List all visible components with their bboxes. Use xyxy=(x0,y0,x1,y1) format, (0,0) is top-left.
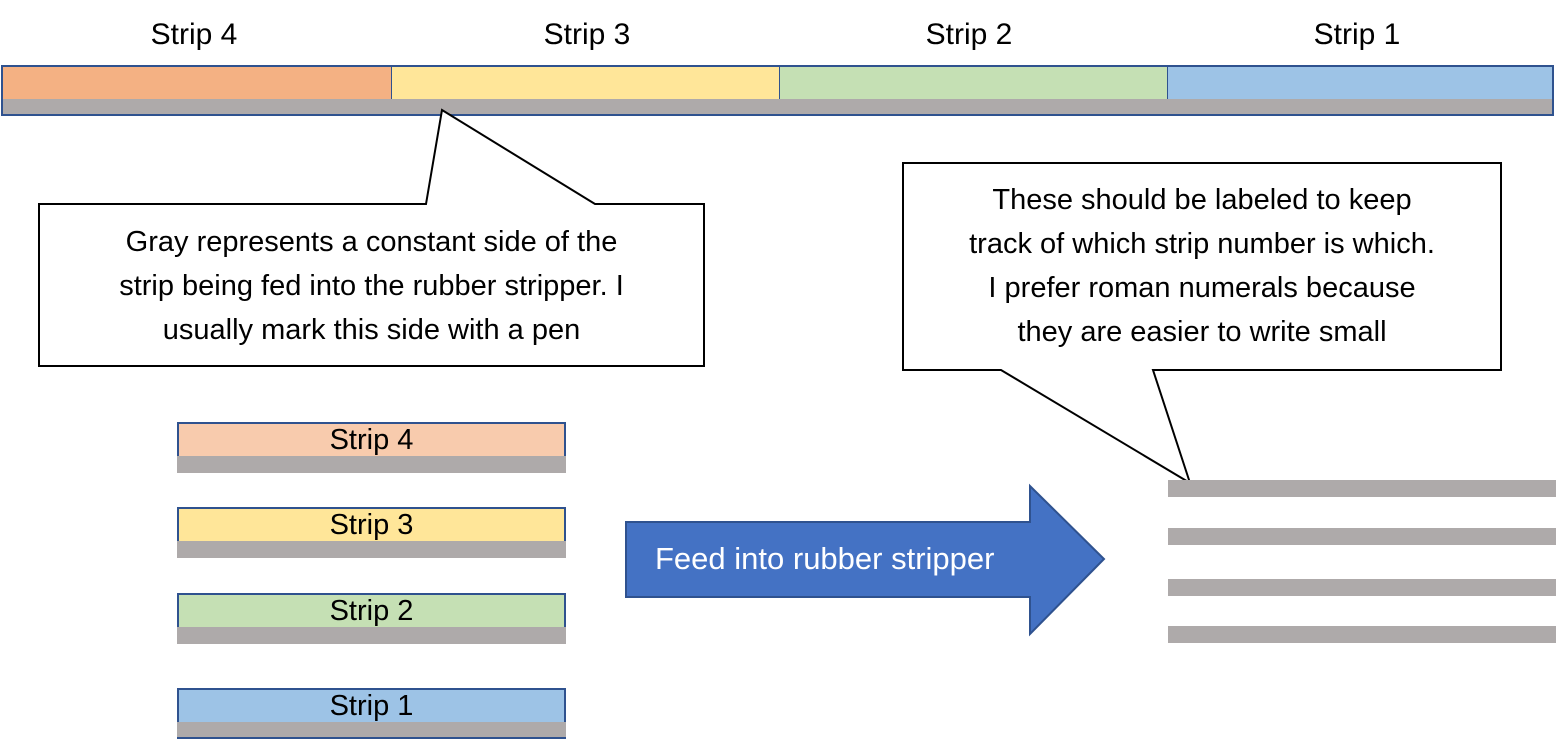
strip-gray-side xyxy=(177,541,566,558)
left-callout-text: Gray represents a constant side of the s… xyxy=(39,220,704,352)
separated-strip-4: Strip 4 xyxy=(177,422,566,473)
output-strip xyxy=(1168,480,1556,497)
left-callout-line: Gray represents a constant side of the xyxy=(125,226,618,258)
right-callout-line: track of which strip number is which. xyxy=(969,228,1435,260)
top-combined-strip xyxy=(1,65,1554,116)
strip-label: Strip 4 xyxy=(177,422,566,456)
strip-label: Strip 3 xyxy=(177,507,566,541)
strip-label: Strip 1 xyxy=(177,688,566,722)
top-strip-4-segment xyxy=(3,67,392,99)
strip-label: Strip 2 xyxy=(177,593,566,627)
top-strip-2-segment xyxy=(780,67,1168,99)
separated-strip-2: Strip 2 xyxy=(177,593,566,644)
output-strip xyxy=(1168,579,1556,596)
strip-gray-side xyxy=(177,456,566,473)
right-callout-shape xyxy=(902,162,1502,486)
strip-gray-side xyxy=(177,722,566,739)
left-callout-shape xyxy=(38,108,705,367)
feed-arrow-shape xyxy=(625,483,1106,637)
top-strip-2-label: Strip 2 xyxy=(925,18,1013,51)
top-strip-3-label: Strip 3 xyxy=(543,18,631,51)
right-callout-line: These should be labeled to keep xyxy=(992,184,1412,216)
output-strip xyxy=(1168,626,1556,643)
separated-strip-1: Strip 1 xyxy=(177,688,566,739)
left-callout-line: usually mark this side with a pen xyxy=(162,314,581,346)
left-callout-line: strip being fed into the rubber stripper… xyxy=(119,270,624,302)
top-strip-4-label: Strip 4 xyxy=(150,18,238,51)
right-callout-text: These should be labeled to keep track of… xyxy=(903,178,1501,354)
strip-gray-side xyxy=(177,627,566,644)
top-strip-1-label: Strip 1 xyxy=(1313,18,1401,51)
right-callout-line: they are easier to write small xyxy=(1017,316,1387,348)
separated-strip-3: Strip 3 xyxy=(177,507,566,558)
top-strip-1-segment xyxy=(1168,67,1552,99)
output-strip xyxy=(1168,528,1556,545)
top-strip-3-segment xyxy=(392,67,780,99)
right-callout-line: I prefer roman numerals because xyxy=(988,272,1416,304)
feed-arrow-label: Feed into rubber stripper xyxy=(655,541,995,576)
